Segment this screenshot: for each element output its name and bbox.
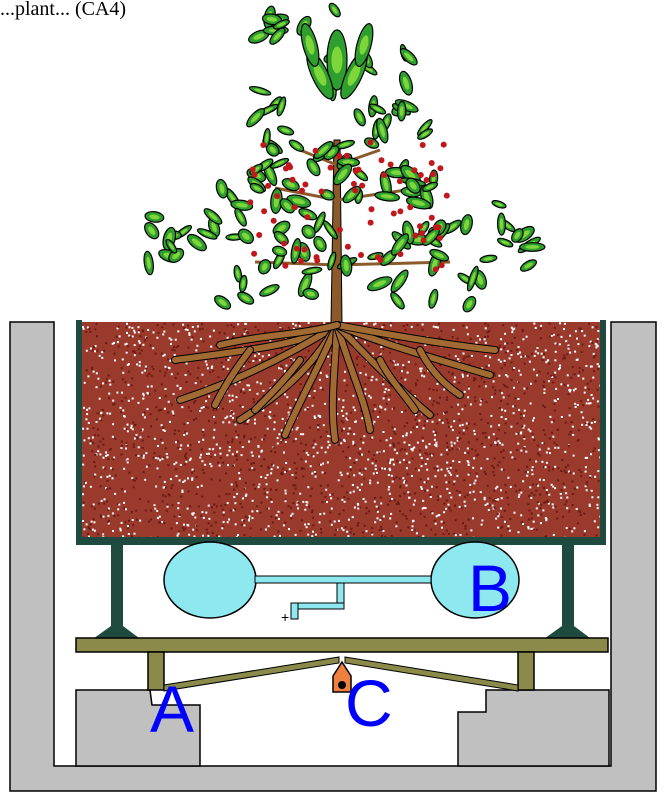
container-wall-left [76, 320, 82, 545]
container-bottom [76, 537, 606, 545]
container-wall-right [600, 320, 606, 545]
platform-plank [76, 638, 608, 652]
label-a: A [150, 672, 194, 746]
label-c: C [345, 666, 393, 740]
support-post-right [518, 652, 534, 690]
soil-fill [82, 322, 600, 537]
plus-sign: + [281, 609, 289, 625]
base-block-right [458, 690, 609, 766]
label-b: B [468, 551, 512, 625]
tree-foliage [142, 1, 545, 314]
balloon-left [164, 542, 256, 618]
